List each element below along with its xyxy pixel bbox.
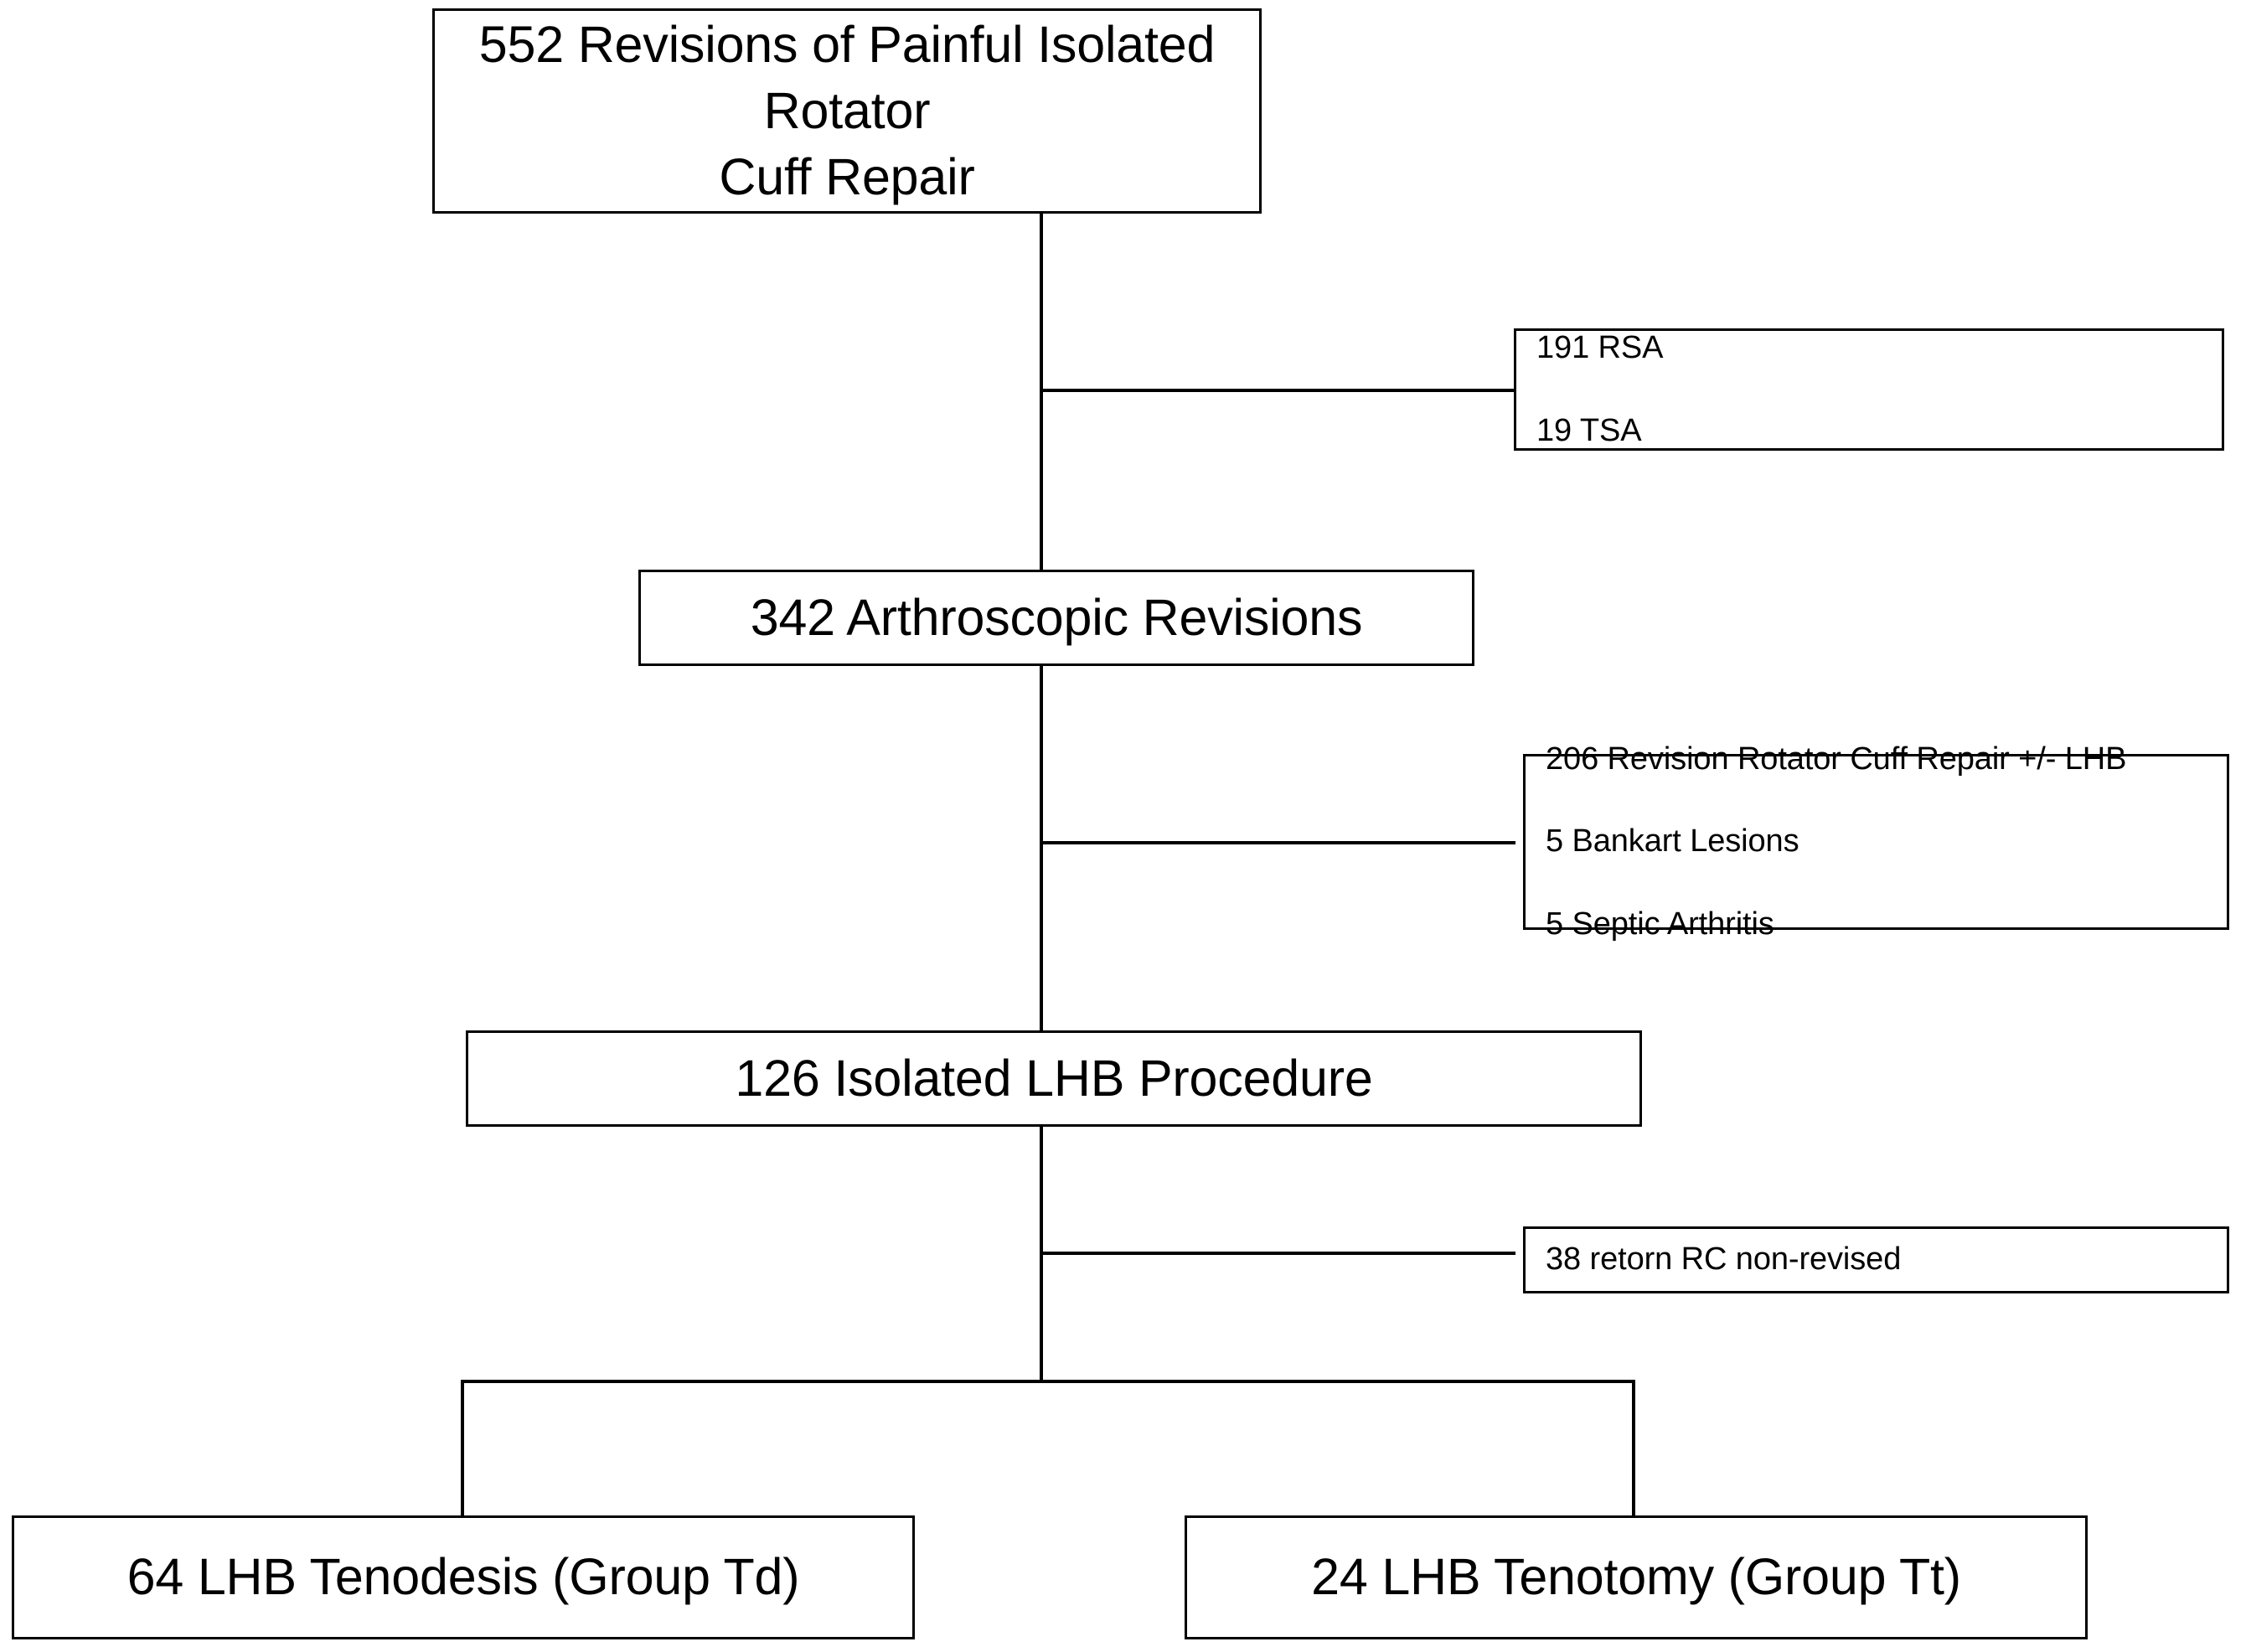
node-isolated-lhb-procedure-label: 126 Isolated LHB Procedure	[735, 1049, 1373, 1107]
node-root-label: 552 Revisions of Painful Isolated Rotato…	[478, 15, 1216, 206]
exclusion-other-arthroscopic-line3: 5 Septic Arthritis	[1546, 906, 1774, 942]
node-lhb-tenotomy[interactable]: 24 LHB Tenotomy (Group Tt)	[1185, 1515, 2088, 1639]
connector-isolated-to-fork	[1040, 1127, 1043, 1383]
node-lhb-tenodesis[interactable]: 64 LHB Tenodesis (Group Td)	[12, 1515, 915, 1639]
node-root[interactable]: 552 Revisions of Painful Isolated Rotato…	[432, 8, 1262, 214]
connector-fork-right-arm	[1632, 1380, 1635, 1515]
exclusion-box-retorn[interactable]: 38 retorn RC non-revised	[1523, 1226, 2229, 1293]
node-lhb-tenotomy-label: 24 LHB Tenotomy (Group Tt)	[1311, 1548, 1961, 1606]
node-isolated-lhb-procedure[interactable]: 126 Isolated LHB Procedure	[466, 1030, 1642, 1127]
node-arthroscopic-revisions[interactable]: 342 Arthroscopic Revisions	[638, 570, 1474, 666]
node-arthroscopic-revisions-label: 342 Arthroscopic Revisions	[750, 588, 1363, 646]
exclusion-box-other-arthroscopic[interactable]: 206 Revision Rotator Cuff Repair +/- LHB…	[1523, 741, 2229, 942]
exclusion-arthroplasty-line1: 191 RSA	[1536, 329, 1664, 365]
connector-branch-arthroplasty	[1040, 389, 1515, 392]
exclusion-other-arthroscopic-line2: 5 Bankart Lesions	[1546, 823, 1799, 860]
exclusion-arthroplasty-line2: 19 TSA	[1536, 412, 1642, 448]
connector-branch-other-arthroscopic	[1040, 841, 1515, 844]
node-lhb-tenodesis-label: 64 LHB Tenodesis (Group Td)	[126, 1548, 800, 1606]
connector-arthroscopic-to-isolated	[1040, 666, 1043, 1030]
connector-branch-retorn	[1040, 1252, 1515, 1255]
connector-fork-bar	[461, 1380, 1635, 1383]
exclusion-other-arthroscopic-line1: 206 Revision Rotator Cuff Repair +/- LHB	[1546, 741, 2127, 777]
connector-fork-left-arm	[461, 1380, 464, 1515]
exclusion-retorn-line1: 38 retorn RC non-revised	[1546, 1242, 1902, 1278]
exclusion-box-arthroplasty[interactable]: 191 RSA 19 TSA	[1514, 328, 2224, 451]
